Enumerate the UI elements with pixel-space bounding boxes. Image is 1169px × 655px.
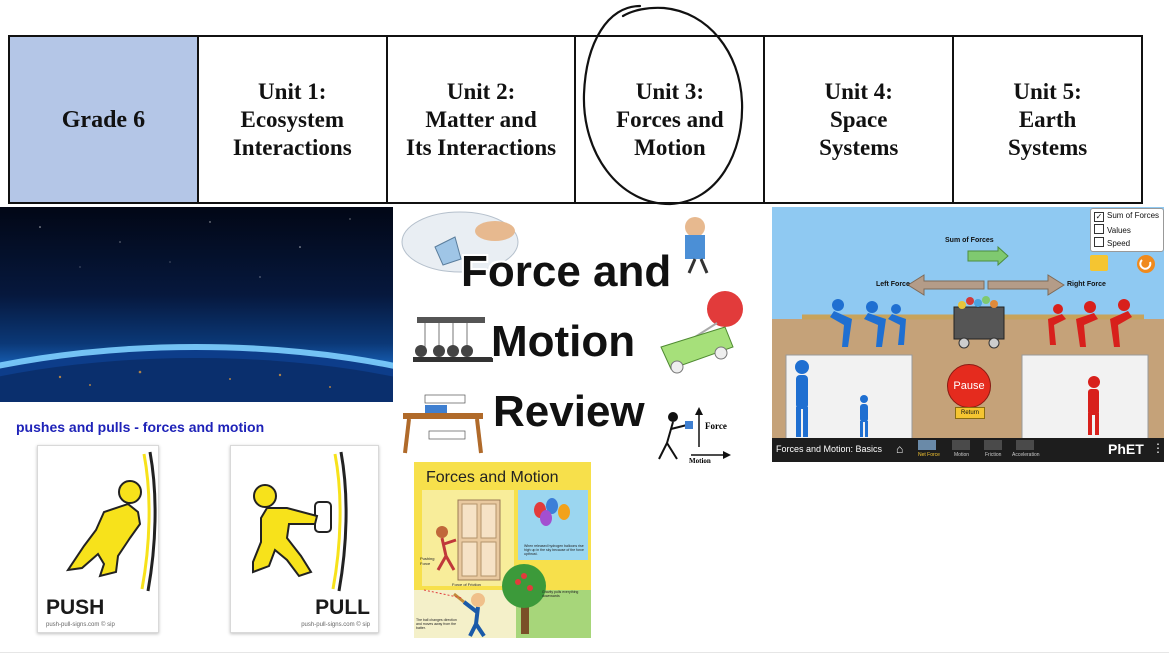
push-pull-heading: pushes and pulls - forces and motion (16, 419, 265, 435)
unit-1-number: Unit 1: (258, 78, 327, 104)
motion-arrow-label: Motion (689, 457, 711, 465)
unit-5-title-b: Systems (1007, 134, 1088, 160)
sum-of-forces-label: Sum of Forces (945, 237, 994, 244)
unit-2-cell[interactable]: Unit 2: Matter and Its Interactions (385, 35, 577, 204)
acceleration-tab-icon[interactable] (1016, 440, 1034, 450)
values-checkbox[interactable]: Values (1094, 224, 1131, 235)
values-checkbox-label: Values (1107, 226, 1131, 235)
poster-balloon-label: When released hydrogen balloons rise hig… (524, 544, 584, 556)
earth-horizon-art (0, 218, 393, 402)
review-title-line3: Review (493, 387, 645, 436)
phet-logo: PhET (1108, 441, 1144, 457)
phet-navigation-bar: Forces and Motion: Basics ⌂ Net Force Mo… (772, 438, 1164, 462)
phet-scene-art (772, 245, 1164, 440)
poster-ball-label: The ball changes direction and moves awa… (416, 618, 457, 630)
push-card-footer: push-pull-signs.com © sip (46, 622, 115, 628)
units-table: Grade 6 Unit 1: Ecosystem Interactions U… (8, 35, 1143, 204)
force-arrow-label: Force (705, 421, 727, 431)
unit-4-title-a: Space (829, 106, 888, 132)
return-button[interactable]: Return (955, 407, 985, 419)
unit-5-cell[interactable]: Unit 5: Earth Systems (952, 35, 1143, 204)
unit-5-number: Unit 5: (1013, 78, 1082, 104)
pause-button[interactable]: Pause (947, 364, 991, 408)
unit-2-title-a: Matter and (425, 106, 537, 132)
motion-tab[interactable]: Motion (954, 452, 970, 458)
unit-2-number: Unit 2: (446, 78, 516, 104)
unit-3-title-b: Motion (634, 134, 706, 160)
sound-icon (1090, 255, 1108, 271)
force-motion-review-tile: Force and Motion Review Force Motion (395, 207, 770, 465)
page-bottom-divider (0, 652, 1169, 653)
net-force-tab-icon[interactable] (918, 440, 936, 450)
forces-motion-poster: Forces and Motion Pushing Force Force of… (414, 462, 591, 638)
net-force-tab[interactable]: Net Force (918, 452, 940, 458)
motion-tab-icon[interactable] (952, 440, 970, 450)
phet-forces-motion-sim[interactable]: ✓Sum of Forces Values Speed Sum of Force… (772, 207, 1164, 462)
unit-1-title-a: Ecosystem (240, 106, 344, 132)
unit-1-title-b: Interactions (232, 134, 352, 160)
pull-figure-icon (252, 451, 348, 592)
sum-of-forces-checkbox[interactable]: ✓Sum of Forces (1094, 211, 1160, 222)
unit-5-title-a: Earth (1018, 106, 1077, 132)
unit-1-cell[interactable]: Unit 1: Ecosystem Interactions (196, 35, 388, 204)
pull-card-footer: push-pull-signs.com © sip (301, 622, 370, 628)
poster-friction-label: Force of Friction (452, 582, 481, 587)
grade-cell: Grade 6 (8, 35, 199, 204)
unit-4-cell[interactable]: Unit 4: Space Systems (763, 35, 955, 204)
right-force-label: Right Force (1067, 281, 1106, 288)
poster-gravity-label: Gravity pulls everything downwards (542, 590, 579, 598)
acceleration-tab[interactable]: Acceleration (1012, 452, 1040, 458)
speed-checkbox-label: Speed (1107, 239, 1131, 248)
review-title-line2: Motion (491, 317, 636, 366)
friction-tab[interactable]: Friction (985, 452, 1002, 458)
unit-3-cell[interactable]: Unit 3: Forces and Motion (574, 35, 766, 204)
home-icon[interactable]: ⌂ (896, 442, 904, 456)
menu-icon[interactable]: ⋮ (1152, 441, 1164, 455)
review-clipart (401, 211, 743, 460)
push-label: PUSH (46, 596, 105, 619)
poster-pushing-label: Pushing Force (420, 556, 435, 566)
unit-3-title-a: Forces and (616, 106, 724, 132)
push-figure-icon (65, 451, 157, 592)
pull-label: PULL (315, 596, 370, 619)
review-title-line1: Force and (461, 247, 672, 296)
pull-card: PULL push-pull-signs.com © sip (230, 445, 379, 633)
speed-checkbox[interactable]: Speed (1094, 237, 1130, 248)
earth-from-space-image (0, 207, 393, 402)
unit-2-title-b: Its Interactions (406, 134, 557, 160)
unit-4-title-b: Systems (819, 134, 899, 160)
left-force-label: Left Force (876, 281, 910, 288)
push-card: PUSH push-pull-signs.com © sip (37, 445, 159, 633)
poster-title: Forces and Motion (426, 469, 559, 486)
unit-3-number: Unit 3: (635, 78, 705, 104)
phet-sim-title: Forces and Motion: Basics (776, 444, 883, 454)
friction-tab-icon[interactable] (984, 440, 1002, 450)
poster-illustration (414, 490, 591, 638)
unit-4-number: Unit 4: (824, 78, 893, 104)
sum-of-forces-checkbox-label: Sum of Forces (1107, 211, 1160, 220)
